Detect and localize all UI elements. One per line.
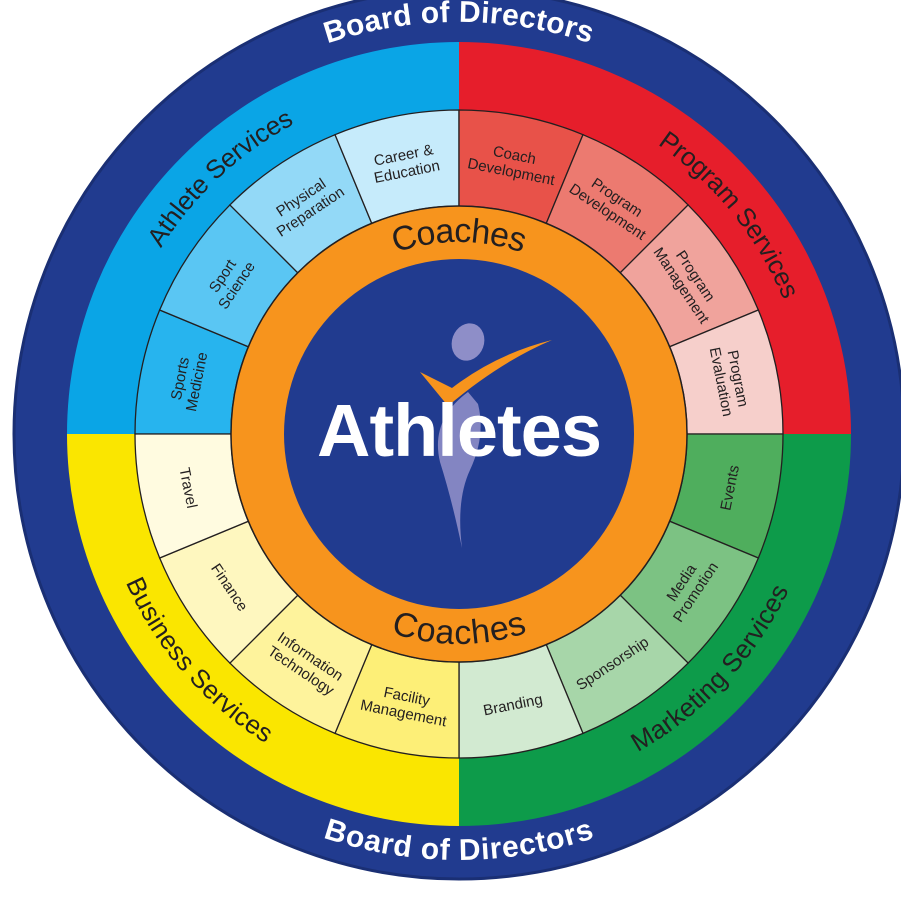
- segment-career-education: Career &Education: [334, 109, 460, 225]
- segment-sports-medicine: SportsMedicine: [134, 309, 250, 435]
- segment-coach-development: CoachDevelopment: [458, 109, 584, 225]
- segment-program-evaluation: ProgramEvaluation: [668, 309, 784, 435]
- segment-program-management: ProgramManagement: [619, 203, 760, 348]
- segment-finance: Finance: [158, 520, 299, 665]
- segment-media-promotion: MediaPromotion: [619, 520, 760, 665]
- segment-program-development: ProgramDevelopment: [545, 133, 690, 274]
- segment-information-technology: InformationTechnology: [228, 594, 373, 735]
- segment-sport-science: SportScience: [158, 203, 299, 348]
- athletes-center-label: Athletes: [317, 389, 601, 472]
- service-segments: SportsMedicineSportSciencePhysicalPrepar…: [134, 109, 784, 759]
- segment-branding: Branding: [458, 643, 584, 759]
- center-disk: Athletes: [284, 259, 634, 609]
- athlete-figure-icon: [420, 323, 552, 548]
- segment-physical-preparation: PhysicalPreparation: [228, 133, 373, 274]
